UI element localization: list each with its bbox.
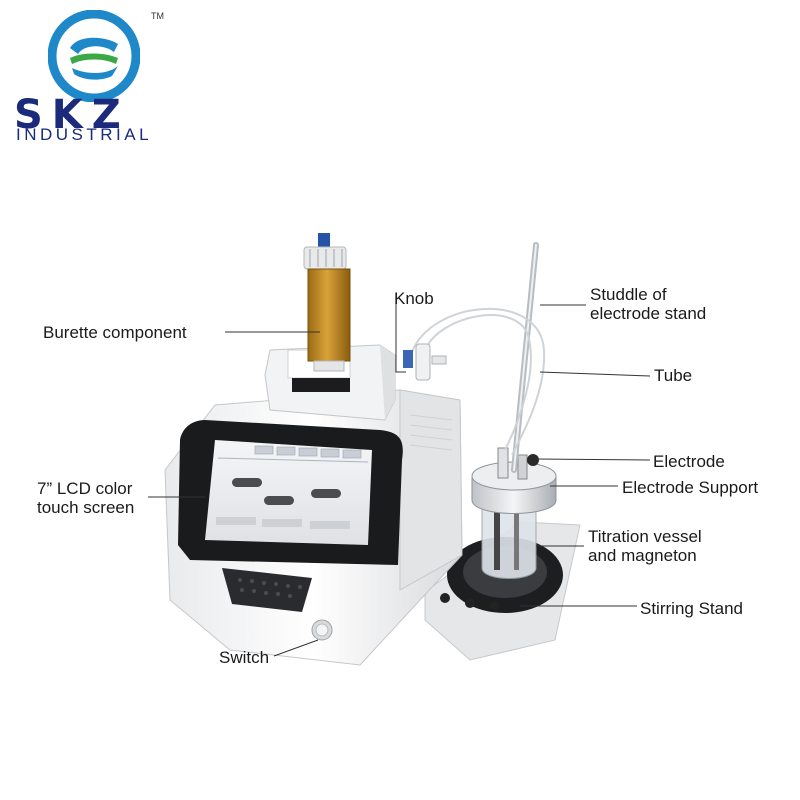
label-studdle-line2: electrode stand	[590, 304, 707, 323]
trademark-mark: TM	[151, 11, 164, 21]
leader-lines	[148, 296, 651, 657]
knob	[403, 343, 447, 381]
label-studdle-line1: Studdle of	[590, 285, 667, 304]
label-knob: Knob	[394, 289, 434, 308]
lcd-touch-screen	[178, 420, 403, 565]
label-tube: Tube	[654, 366, 693, 385]
brand-name: SKZ	[14, 92, 130, 138]
label-lcd-line1: 7” LCD color	[37, 479, 133, 498]
logo-emblem-icon	[48, 10, 140, 102]
label-electrode: Electrode	[653, 452, 725, 471]
label-vessel-line2: and magneton	[588, 546, 697, 565]
electrode-support	[471, 447, 557, 514]
label-burette-component: Burette component	[43, 323, 187, 342]
burette	[303, 233, 351, 372]
power-switch	[311, 619, 333, 641]
label-stirring-stand: Stirring Stand	[640, 599, 743, 618]
titration-vessel	[481, 499, 537, 579]
label-electrode-support: Electrode Support	[622, 478, 759, 497]
brand-subtitle: INDUSTRIAL	[16, 125, 153, 144]
front-grille	[222, 568, 312, 612]
electrode-stand-rod	[511, 242, 539, 473]
label-vessel-line1: Titration vessel	[588, 527, 702, 546]
label-switch: Switch	[219, 648, 270, 667]
tubes	[411, 307, 546, 456]
label-lcd-line2: touch screen	[37, 498, 135, 517]
